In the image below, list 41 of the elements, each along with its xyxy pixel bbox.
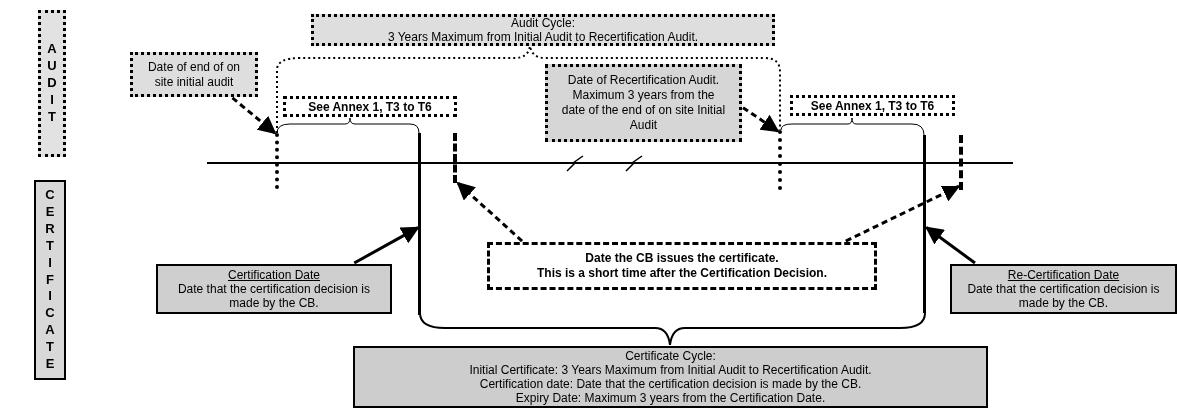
box-text: This is a short time after the Certification Decision.: [536, 266, 828, 281]
box-heading: Certification Date: [227, 268, 320, 282]
box-text: See Annex 1, T3 to T6: [308, 98, 432, 116]
box-text: Expiry Date: Maximum 3 years from the Certification Date.: [515, 391, 826, 405]
arrow: [845, 184, 961, 243]
timeline-marker: [959, 135, 963, 190]
box-heading: Re-Certification Date: [1007, 268, 1120, 282]
box-text: Date of end of on site initial audit: [146, 59, 242, 90]
callout-box: [156, 264, 392, 314]
callout-box: [487, 242, 877, 290]
vertical-label: CERTIFICATE: [45, 187, 55, 373]
timeline-marker: [778, 130, 782, 190]
box-text: 3 Years Maximum from Initial Audit to Recertification Audit.: [387, 30, 699, 44]
callout-box: [130, 52, 258, 97]
box-text: Date that the certification decision is made by the CB.: [966, 282, 1161, 310]
timeline-marker: [453, 133, 457, 183]
timeline-marker: [418, 133, 421, 315]
callout-box: [545, 64, 742, 142]
arrow: [353, 226, 420, 265]
box-text: Date that the certification decision is made by the CB.: [176, 282, 372, 310]
vertical-label: AUDIT: [47, 41, 57, 126]
callout-box: [950, 264, 1177, 314]
timeline-marker: [923, 135, 926, 313]
box-text: See Annex 1, T3 to T6: [810, 97, 935, 115]
box-heading: Certificate Cycle:: [625, 349, 716, 363]
arrow: [231, 96, 277, 135]
box-text: Certification date: Date that the certification decision is made by the CB.: [479, 377, 862, 391]
box-text: Date of Recertification Audit. Maximum 3 years from the date of the end of on site Initial Audit: [560, 73, 727, 133]
arrow: [456, 181, 524, 243]
box-text: Initial Certificate: 3 Years Maximum from Initial Audit to Recertification Audit.: [469, 363, 872, 377]
timeline-marker: [275, 133, 279, 189]
arrow: [925, 226, 976, 265]
cycle-box: [311, 14, 775, 46]
cycle-box: [353, 346, 988, 408]
vertical-label-box: [34, 180, 66, 380]
note-box: [283, 96, 457, 117]
vertical-label-box: [38, 10, 66, 157]
box-heading: Date the CB issues the certificate.: [585, 251, 779, 266]
arrow: [742, 106, 780, 133]
note-box: [790, 95, 955, 116]
box-heading: Audit Cycle:: [511, 16, 575, 30]
